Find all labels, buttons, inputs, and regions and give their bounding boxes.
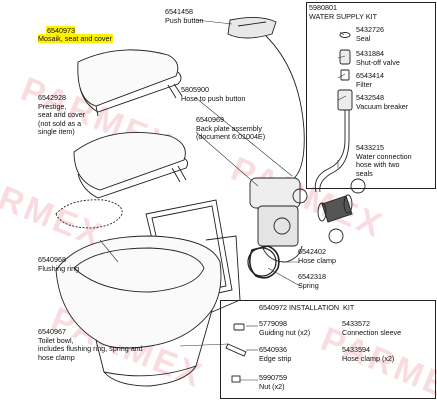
water-supply-kit-box [306,2,436,189]
mosaik-seat-cover-drawing [77,49,183,117]
highlighted-part-label: 6540973 Mosaik, seat and cover [38,25,113,44]
toilet-bowl-drawing [55,235,241,387]
label-kit-hose-clamp: 5433594 Hose clamp (x2) [342,345,395,363]
label-flushing-ring: 6540968 Flushing ring [38,255,80,273]
label-seal: 5432726 Seal [356,25,384,43]
label-toilet-bowl: 6540967 Toilet bowl, includes flushing r… [38,327,143,362]
label-back-plate: 6540969 Back plate assembly (document 6:… [196,115,266,142]
spring-drawing [248,245,280,279]
hose-clamp-drawing [247,247,277,277]
label-nut: 5990759 Nut (x2) [259,373,287,391]
flushing-ring-drawing [55,199,123,229]
label-installation-kit-title: 6540972 INSTALLATION KIT [259,303,355,312]
push-button-drawing [227,17,277,39]
label-seat-cover: 6540973 Mosaik, seat and cover [38,18,113,52]
label-shutoff-valve: 5431884 Shut-off valve [356,49,400,67]
kit-hose-clamp-drawing [350,178,366,194]
label-spring: 6542318 Spring [298,272,326,290]
push-button-hose [265,35,305,181]
installation-kit-box [220,300,436,399]
water-supply-parts-drawing [314,32,353,193]
connection-sleeve-drawing [317,194,353,223]
prestige-seat-cover-drawing [73,131,189,199]
label-hose-clamp: 6542402 Hose clamp [298,247,336,265]
label-guiding-nut: 5779098 Guiding nut (x2) [259,319,311,337]
label-push-button: 6541458 Push button [165,7,204,25]
installation-parts-drawing [225,323,247,383]
label-connection-sleeve: 5433572 Connection sleeve [342,319,402,337]
label-prestige-seat: 6542928 Prestige, seat and cover (not so… [38,93,86,137]
flush-valve-drawing [249,177,308,263]
label-hose-push-button: 5805900 Hose to push button [181,85,246,103]
label-filter: 6543414 Filter [356,71,384,89]
label-water-hose: 5433215 Water connection hose with two s… [356,143,412,178]
label-water-supply-kit-title: 5980801 WATER SUPPLY KIT [309,3,378,21]
label-vacuum-breaker: 5432548 Vacuum breaker [356,93,409,111]
label-edge-strip: 6540936 Edge strip [259,345,292,363]
